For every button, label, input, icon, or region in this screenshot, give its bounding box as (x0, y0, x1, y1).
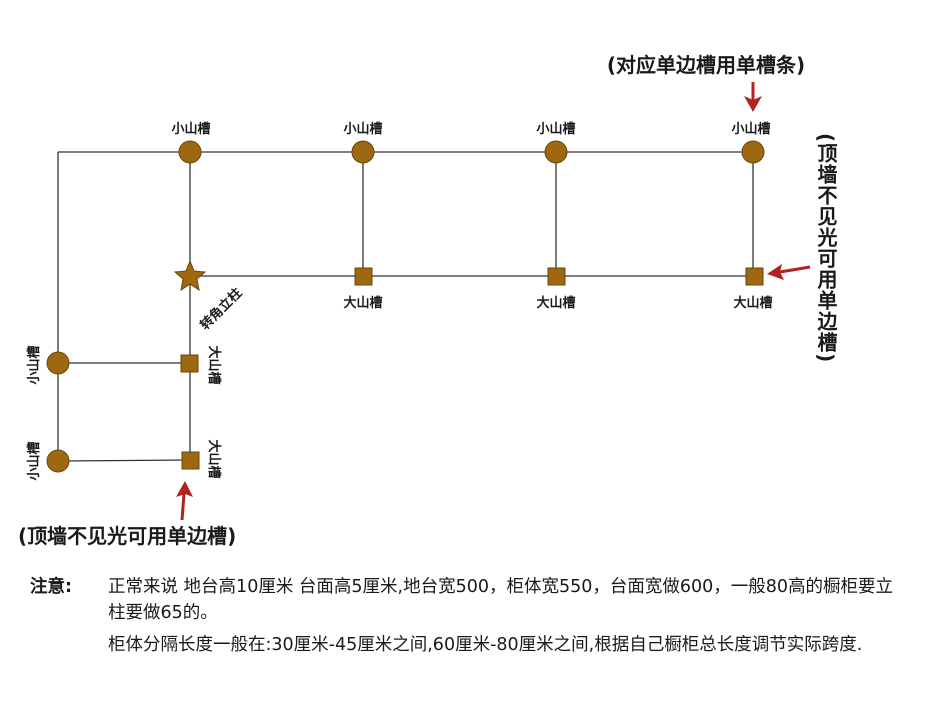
notes-section: 注意: 正常来说 地台高10厘米 台面高5厘米,地台宽500，柜体宽550，台面… (30, 574, 910, 658)
right-arrow-icon (767, 264, 811, 280)
big-groove-marker-5 (181, 451, 200, 470)
bottom-arrow-icon (176, 481, 193, 521)
small-groove-marker-5 (46, 351, 70, 375)
arrows (176, 82, 811, 521)
small-groove-label-3: 小山槽 (536, 121, 575, 137)
top-arrow-icon (744, 82, 762, 112)
top-note: (对应单边槽用单槽条) (607, 53, 805, 77)
small-groove-marker-3 (544, 140, 568, 164)
small-groove-marker-6 (46, 449, 70, 473)
big-groove-label-4: 大山槽 (206, 345, 222, 384)
small-groove-marker-2 (351, 140, 375, 164)
groove-layout-diagram: 小山槽 小山槽 小山槽 小山槽 小山槽 小山槽 大山槽 大山槽 大山槽 大山槽 … (18, 53, 838, 548)
big-groove-markers (180, 267, 764, 470)
bottom-note: (顶墙不见光可用单边槽) (18, 524, 236, 548)
big-groove-marker-4 (180, 354, 199, 373)
big-groove-marker-3 (745, 267, 764, 286)
big-groove-label-3: 大山槽 (733, 295, 772, 311)
corner-post-label: 转角立柱 (197, 285, 245, 333)
small-groove-marker-1 (178, 140, 202, 164)
big-groove-label-2: 大山槽 (536, 295, 575, 311)
lower-line-2 (57, 459, 191, 462)
notes-line-2: 柜体分隔长度一般在:30厘米-45厘米之间,60厘米-80厘米之间,根据自己橱柜… (108, 635, 863, 655)
small-groove-label-1: 小山槽 (171, 121, 210, 137)
notes-row: 注意: 正常来说 地台高10厘米 台面高5厘米,地台宽500，柜体宽550，台面… (30, 574, 910, 626)
big-groove-label-1: 大山槽 (343, 295, 382, 311)
connector-lines (57, 151, 755, 462)
corner-post-star-icon (173, 259, 207, 292)
small-groove-label-2: 小山槽 (343, 121, 382, 137)
notes-line-1: 正常来说 地台高10厘米 台面高5厘米,地台宽500，柜体宽550，台面宽做60… (108, 577, 894, 623)
small-groove-marker-4 (741, 140, 765, 164)
big-groove-marker-1 (354, 267, 373, 286)
small-groove-label-6: 小山槽 (26, 441, 42, 480)
big-groove-marker-2 (547, 267, 566, 286)
notes-heading: 注意: (30, 577, 72, 597)
small-groove-markers (46, 140, 765, 473)
small-groove-label-5: 小山槽 (26, 345, 42, 384)
right-note: (顶墙不见光可用单边槽) (814, 133, 838, 363)
small-groove-label-4: 小山槽 (731, 121, 770, 137)
big-groove-label-5: 大山槽 (206, 439, 222, 478)
